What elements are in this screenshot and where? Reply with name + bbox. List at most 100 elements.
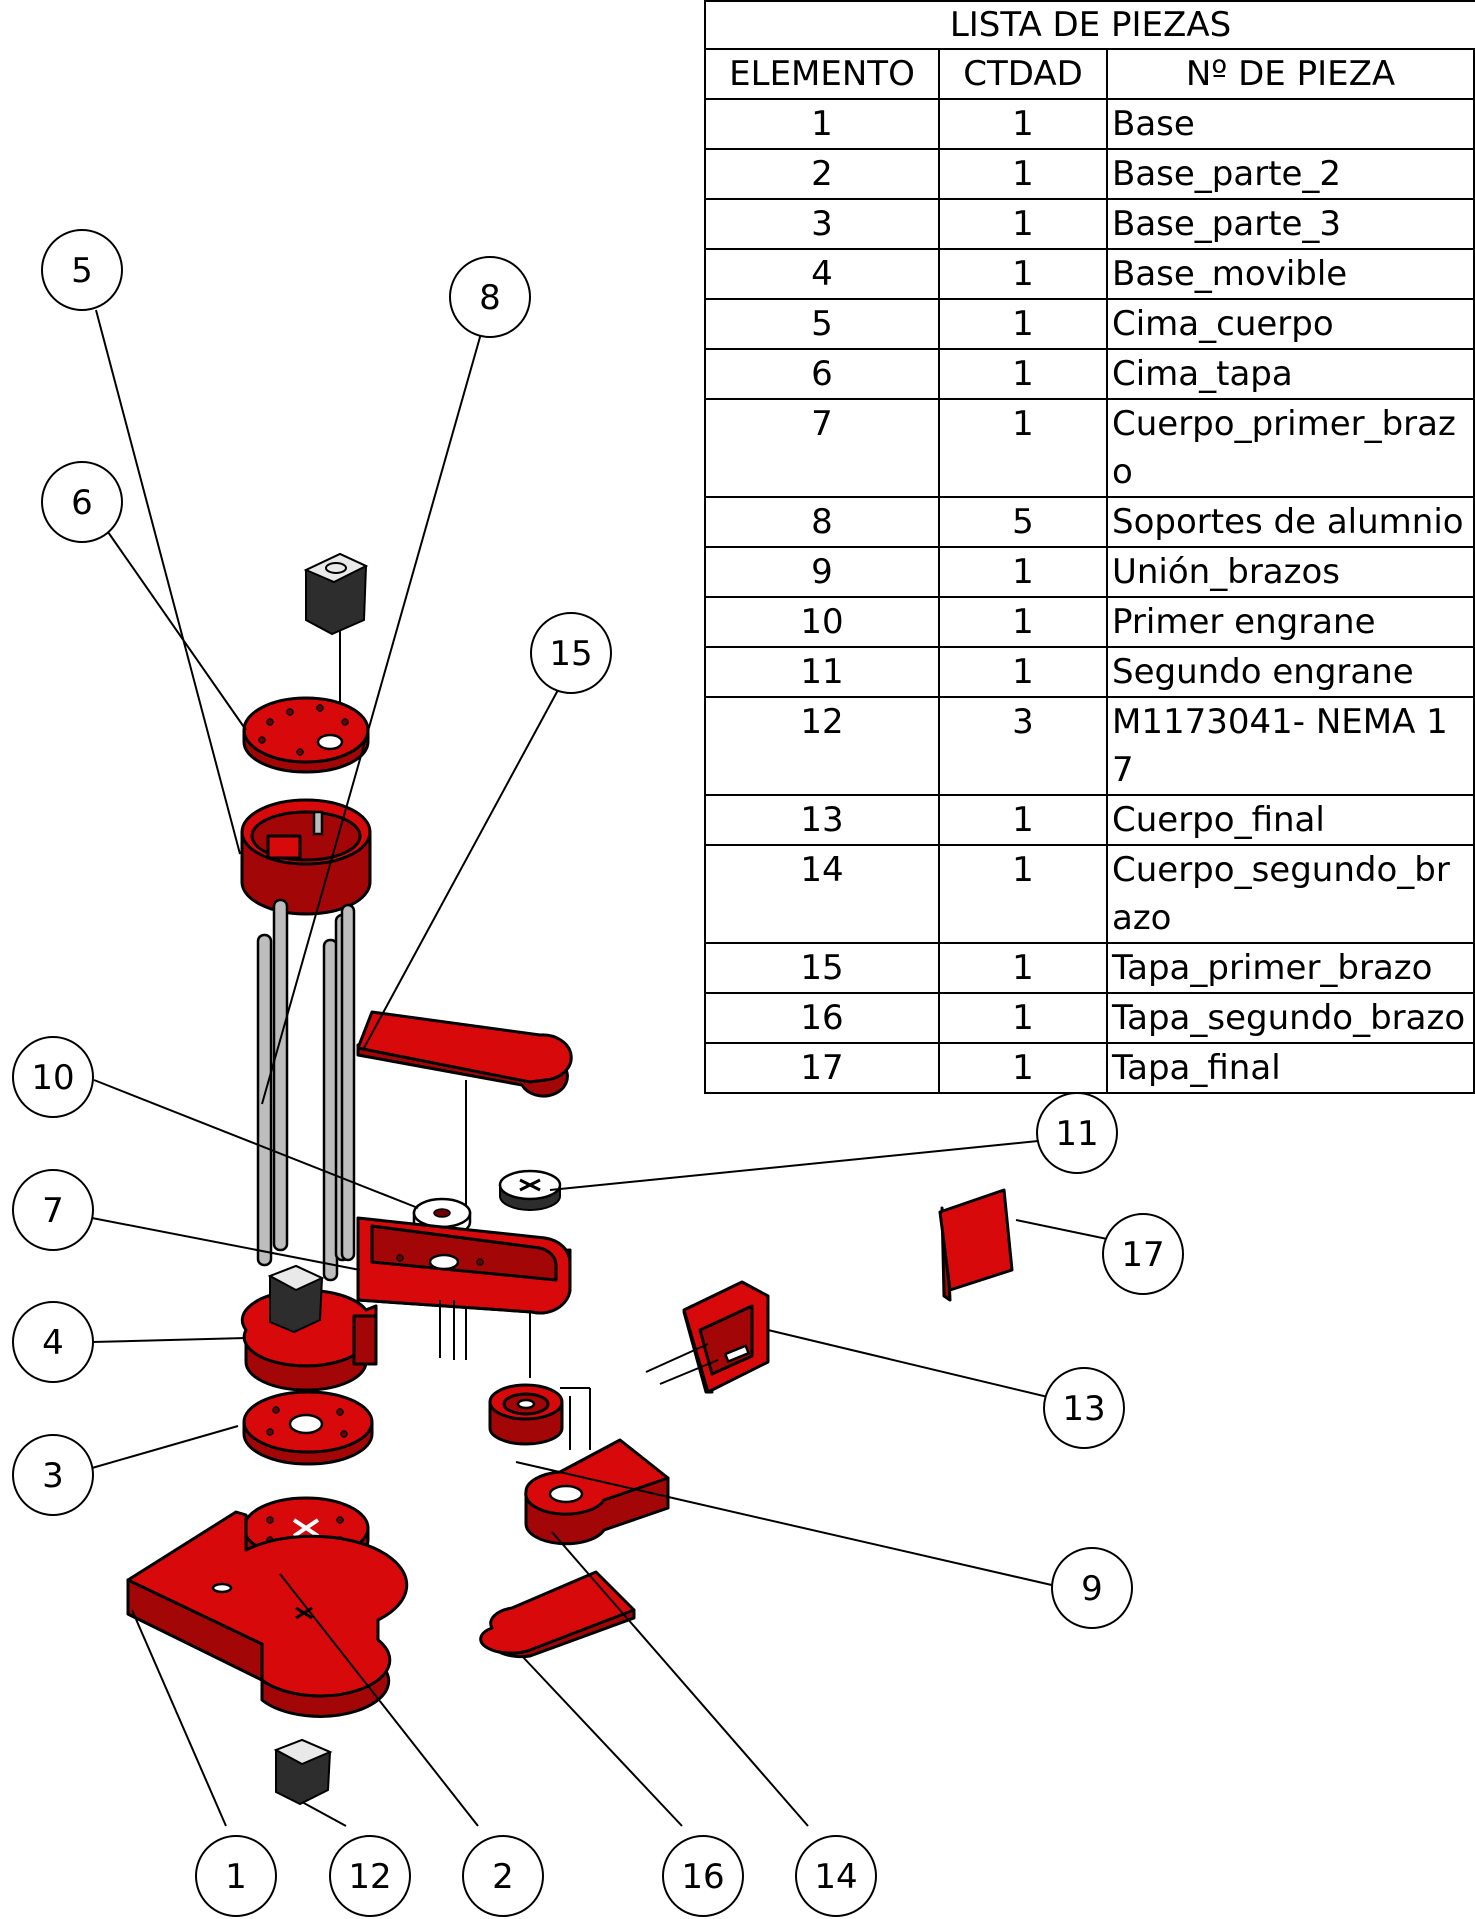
balloon-14: 14	[795, 1835, 877, 1917]
balloon-6: 6	[41, 461, 123, 543]
segundo-engrane-part	[498, 1169, 562, 1211]
svg-text:15: 15	[549, 634, 592, 674]
part-name: Cuerpo_primer_brazo	[1106, 398, 1475, 498]
tapa-primer-brazo-part	[356, 1010, 573, 1098]
svg-text:13: 13	[1062, 1389, 1105, 1429]
quantity: 5	[938, 496, 1108, 548]
quantity: 3	[938, 696, 1108, 796]
cuerpo-primer-brazo-part	[356, 1216, 572, 1315]
aluminum-rods	[256, 898, 356, 1282]
svg-text:1: 1	[225, 1857, 247, 1897]
svg-text:17: 17	[1121, 1235, 1164, 1275]
item-number: 7	[704, 398, 940, 498]
balloon-13: 13	[1043, 1367, 1125, 1449]
base-stepper-motor	[267, 1264, 325, 1334]
base-part	[126, 1510, 409, 1718]
top-stepper-motor	[303, 552, 369, 636]
svg-text:6: 6	[71, 483, 93, 523]
base-parte-3-part	[242, 1390, 374, 1466]
svg-text:9: 9	[1081, 1569, 1103, 1609]
item-number: 12	[704, 696, 940, 796]
svg-text:3: 3	[42, 1456, 64, 1496]
quantity: 1	[938, 646, 1108, 698]
balloon-16: 16	[662, 1835, 744, 1917]
quantity: 1	[938, 1042, 1108, 1094]
item-number: 6	[704, 348, 940, 400]
quantity: 1	[938, 794, 1108, 846]
item-number: 3	[704, 198, 940, 250]
quantity: 1	[938, 348, 1108, 400]
item-number: 8	[704, 496, 940, 548]
balloon-1: 1	[195, 1835, 277, 1917]
balloon-3: 3	[12, 1434, 94, 1516]
part-name: Tapa_final	[1106, 1042, 1475, 1094]
balloon-2: 2	[462, 1835, 544, 1917]
svg-text:10: 10	[31, 1058, 74, 1098]
balloon-7: 7	[12, 1169, 94, 1251]
balloon-11: 11	[1036, 1092, 1118, 1174]
part-name: Cima_tapa	[1106, 348, 1475, 400]
part-name: Primer engrane	[1106, 596, 1475, 648]
svg-text:7: 7	[42, 1191, 64, 1231]
balloon-17: 17	[1102, 1213, 1184, 1295]
quantity: 1	[938, 596, 1108, 648]
column-header-elemento: ELEMENTO	[704, 48, 940, 100]
part-name: Tapa_segundo_brazo	[1106, 992, 1475, 1044]
part-name: Base_parte_2	[1106, 148, 1475, 200]
svg-text:11: 11	[1055, 1114, 1098, 1154]
balloon-4: 4	[12, 1301, 94, 1383]
svg-text:14: 14	[814, 1857, 857, 1897]
parts-list-header-row: ELEMENTO CTDAD Nº DE PIEZA	[704, 48, 1475, 100]
balloon-9: 9	[1051, 1547, 1133, 1629]
balloon-5: 5	[41, 229, 123, 311]
column-header-pieza: Nº DE PIEZA	[1106, 48, 1475, 100]
item-number: 15	[704, 942, 940, 994]
item-number: 5	[704, 298, 940, 350]
tapa-segundo-brazo-part	[479, 1570, 636, 1659]
column-header-ctdad: CTDAD	[938, 48, 1108, 100]
svg-text:4: 4	[42, 1323, 64, 1363]
quantity: 1	[938, 398, 1108, 498]
item-number: 10	[704, 596, 940, 648]
item-number: 4	[704, 248, 940, 300]
item-number: 14	[704, 844, 940, 944]
part-name: Cuerpo_segundo_brazo	[1106, 844, 1475, 944]
svg-text:16: 16	[681, 1857, 724, 1897]
item-number: 16	[704, 992, 940, 1044]
parts-list-table: LISTA DE PIEZAS ELEMENTO CTDAD Nº DE PIE…	[704, 0, 1475, 1094]
quantity: 1	[938, 248, 1108, 300]
quantity: 1	[938, 298, 1108, 350]
balloon-8: 8	[449, 256, 531, 338]
quantity: 1	[938, 844, 1108, 944]
quantity: 1	[938, 546, 1108, 598]
item-number: 9	[704, 546, 940, 598]
svg-text:2: 2	[492, 1857, 514, 1897]
part-name: Base_movible	[1106, 248, 1475, 300]
part-name: Segundo engrane	[1106, 646, 1475, 698]
cima-tapa-part	[242, 696, 370, 774]
balloon-10: 10	[12, 1036, 94, 1118]
quantity: 1	[938, 98, 1108, 150]
part-name: Unión_brazos	[1106, 546, 1475, 598]
cuerpo-segundo-brazo-part	[524, 1438, 670, 1546]
svg-text:5: 5	[71, 251, 93, 291]
cima-cuerpo-part	[240, 798, 372, 916]
quantity: 1	[938, 198, 1108, 250]
parts-list-title: LISTA DE PIEZAS	[704, 0, 1475, 48]
part-name: Tapa_primer_brazo	[1106, 942, 1475, 994]
tapa-final-part	[938, 1188, 1014, 1302]
balloon-12: 12	[329, 1835, 411, 1917]
